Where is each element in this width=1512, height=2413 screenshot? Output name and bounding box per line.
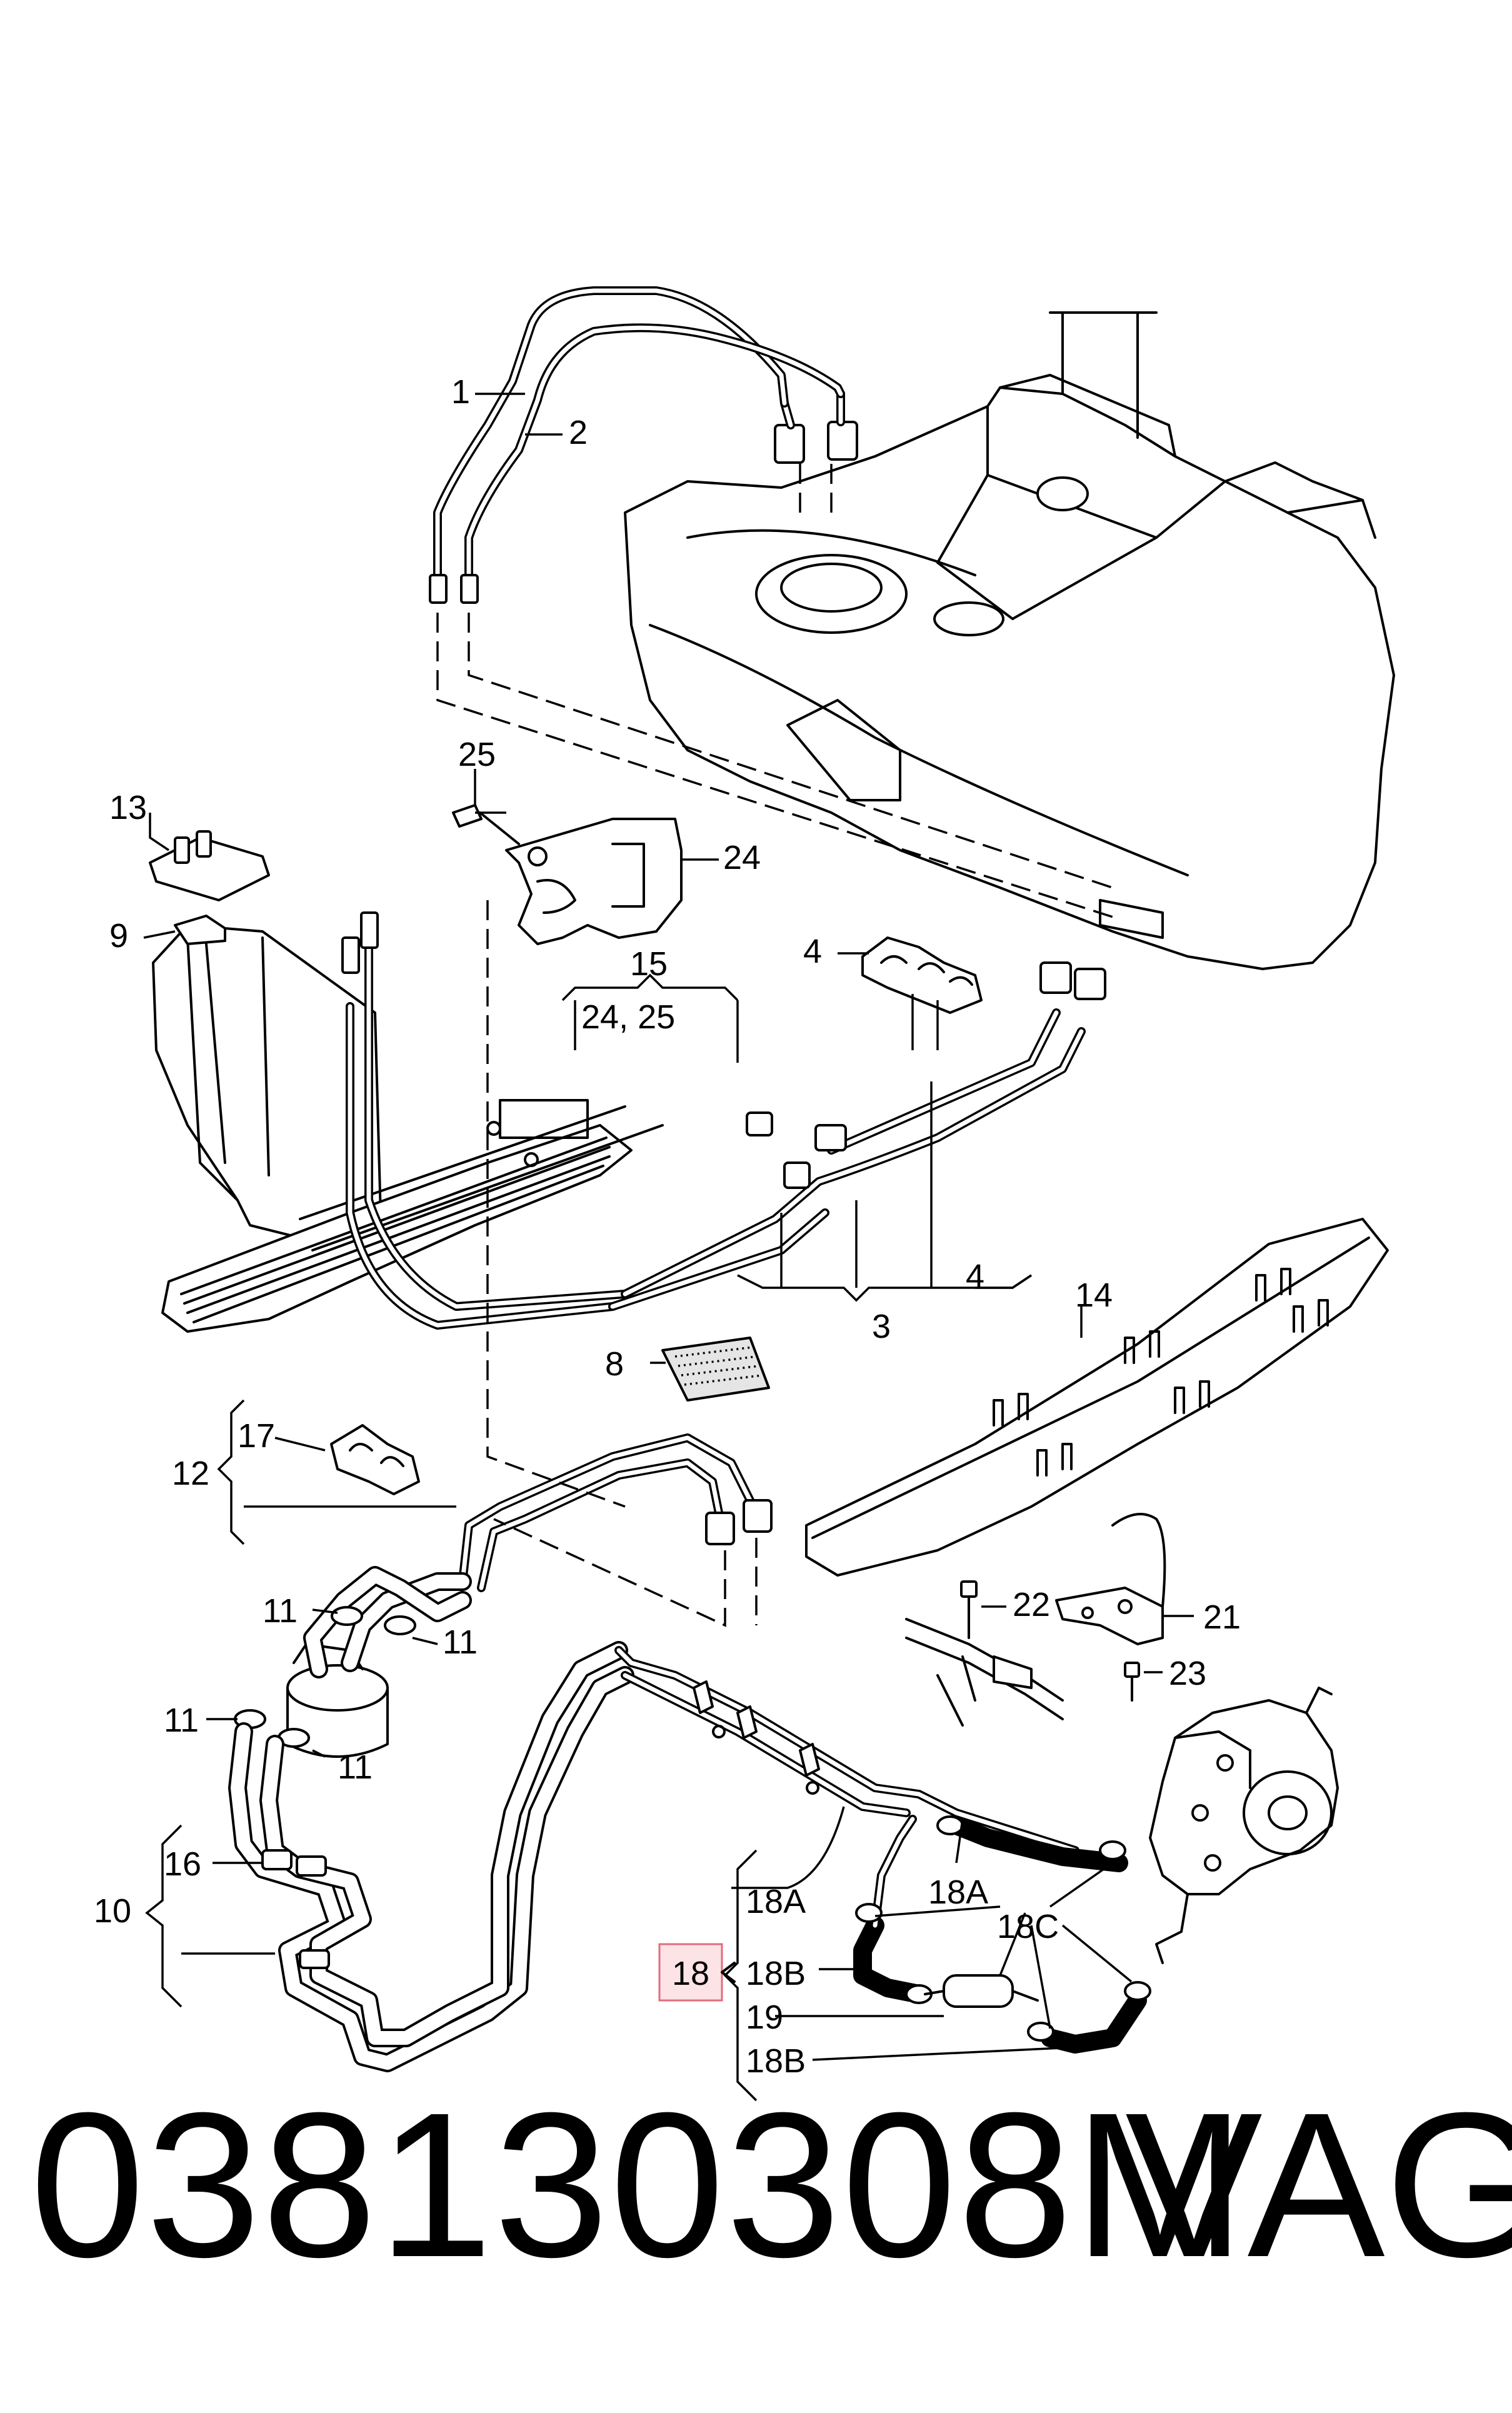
footer: 038130308M VAG bbox=[0, 2038, 1512, 2388]
part-number: 038130308M bbox=[30, 2069, 1247, 2300]
callout-3: 3 bbox=[872, 1308, 891, 1345]
callout-15-sub: 24, 25 bbox=[581, 998, 675, 1036]
callout-1: 1 bbox=[451, 373, 470, 411]
callout-2: 2 bbox=[569, 414, 588, 451]
clamp-18c bbox=[855, 1815, 1151, 2042]
brand-name: VAG bbox=[1125, 2069, 1512, 2300]
guide-line bbox=[468, 613, 1113, 889]
callout-23: 23 bbox=[1169, 1655, 1206, 1692]
callouts: 1 2 25 24 13 9 4 15 24, 25 4 14 8 3 17 1… bbox=[94, 373, 1241, 2080]
guide-line bbox=[799, 463, 833, 513]
callout-10: 10 bbox=[94, 1892, 131, 1930]
bolt-25 bbox=[452, 804, 520, 845]
callout-15: 15 bbox=[630, 945, 668, 983]
callout-24: 24 bbox=[723, 839, 761, 876]
callout-18b-upper: 18B bbox=[746, 1955, 806, 1992]
callout-11-d: 11 bbox=[338, 1748, 373, 1786]
fuel-tank bbox=[624, 311, 1395, 970]
callout-18a-left: 18A bbox=[746, 1883, 806, 1920]
callout-12: 12 bbox=[172, 1455, 209, 1492]
callout-13: 13 bbox=[109, 789, 147, 826]
callout-9: 9 bbox=[109, 917, 128, 955]
group-brackets bbox=[145, 973, 1032, 2102]
clip-16 bbox=[261, 1849, 330, 1969]
underbody-panel-14 bbox=[805, 1218, 1389, 1577]
callout-21: 21 bbox=[1203, 1598, 1241, 1636]
callout-18a-right: 18A bbox=[928, 1874, 988, 1911]
panel-clips bbox=[993, 1268, 1329, 1477]
guide-line bbox=[436, 613, 1119, 920]
callout-11-c: 11 bbox=[164, 1702, 199, 1739]
pipe-clips bbox=[693, 1680, 820, 1795]
clip-13 bbox=[149, 830, 270, 901]
bolt-22 bbox=[960, 1580, 978, 1639]
callout-18c: 18C bbox=[997, 1908, 1059, 1945]
callout-19: 19 bbox=[746, 1999, 783, 2036]
injection-pump bbox=[1149, 1687, 1339, 1964]
callout-17: 17 bbox=[238, 1417, 275, 1455]
bracket-24 bbox=[505, 818, 683, 945]
pipe-3 bbox=[608, 1208, 829, 1311]
callout-22: 22 bbox=[1013, 1586, 1050, 1623]
callout-11-b: 11 bbox=[443, 1623, 478, 1661]
fuel-lines-1-2 bbox=[429, 286, 845, 604]
callout-4-bottom: 4 bbox=[966, 1258, 984, 1295]
leader-lines bbox=[143, 393, 1194, 2061]
callout-16: 16 bbox=[164, 1845, 201, 1883]
callout-8: 8 bbox=[605, 1345, 624, 1383]
guide-line bbox=[486, 900, 626, 1508]
callout-18b-lower: 18B bbox=[746, 2042, 806, 2080]
pad-8 bbox=[661, 1337, 770, 1402]
callout-18: 18 bbox=[672, 1955, 709, 1992]
callout-14: 14 bbox=[1075, 1277, 1113, 1314]
callout-25: 25 bbox=[458, 736, 496, 773]
bracket-21 bbox=[1055, 1513, 1166, 1645]
clip-9 bbox=[174, 915, 226, 945]
clip-4 bbox=[861, 936, 983, 1014]
guide-line bbox=[493, 1518, 726, 1627]
callout-11-a: 11 bbox=[263, 1592, 298, 1630]
pipe-bundle bbox=[161, 1099, 664, 1333]
check-valve-19 bbox=[924, 1974, 1039, 2008]
fuel-filter bbox=[286, 1643, 389, 1758]
clip-17 bbox=[330, 1424, 420, 1495]
tank-connector-upper bbox=[774, 389, 858, 464]
bolt-23 bbox=[1124, 1662, 1140, 1702]
bracket-rail bbox=[905, 1618, 1064, 1727]
callout-4-top: 4 bbox=[803, 933, 822, 970]
